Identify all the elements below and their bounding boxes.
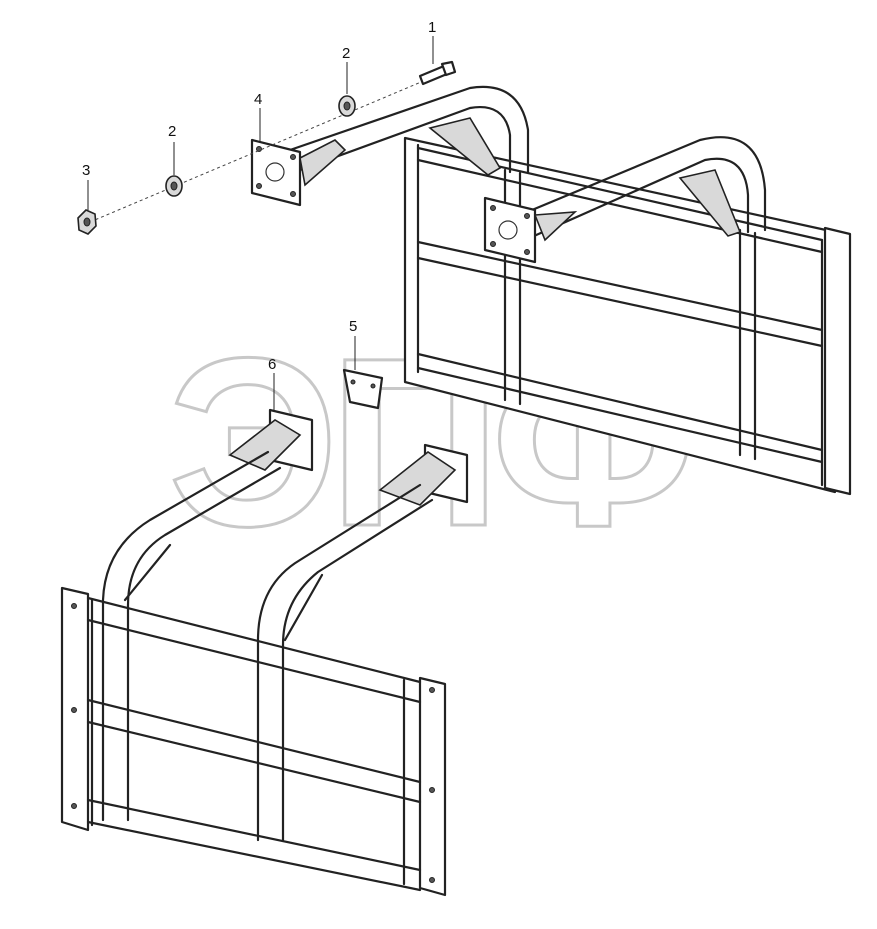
left-tube-inner — [126, 466, 282, 822]
left-tube-outer — [101, 450, 270, 822]
callout-2a: 2 — [342, 45, 350, 62]
fasteners — [77, 60, 457, 235]
rear-tube-top — [288, 85, 530, 174]
callout-3: 3 — [82, 162, 90, 179]
bolt-1 — [418, 60, 457, 86]
callouts: 1 2 2 3 4 5 6 — [82, 19, 436, 410]
front-tube-bottom — [523, 157, 750, 242]
front-gusset — [678, 169, 742, 237]
lower-frame-right-cap — [418, 676, 447, 897]
lower-frame-assembly — [60, 408, 469, 897]
front-mounting-plate — [483, 196, 537, 264]
front-tube-top — [518, 136, 767, 232]
callout-6: 6 — [268, 356, 276, 373]
upper-frame-end-cap — [823, 226, 852, 496]
callout-2b: 2 — [168, 123, 176, 140]
rear-gusset — [428, 117, 502, 176]
callout-1: 1 — [428, 19, 436, 36]
upper-frame-assembly — [288, 85, 852, 496]
right-tube-inner — [281, 498, 434, 842]
mounting-plate-4 — [250, 138, 347, 207]
plate-5 — [342, 368, 384, 410]
callout-5: 5 — [349, 318, 357, 335]
right-tube-outer — [256, 483, 422, 842]
rear-tube-bottom — [298, 106, 512, 174]
callout-4: 4 — [254, 91, 262, 108]
